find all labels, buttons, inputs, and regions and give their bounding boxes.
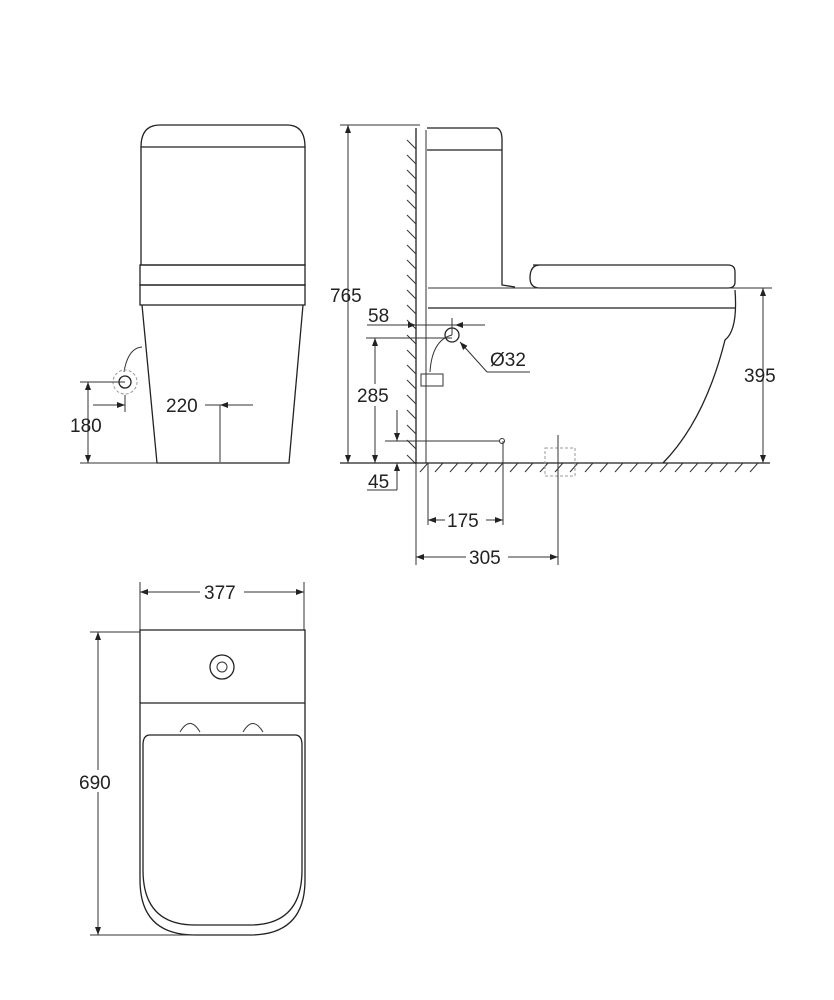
dim-diameter-32: Ø32 (490, 350, 526, 371)
dim-220: 220 (166, 396, 198, 417)
dim-175: 175 (447, 511, 479, 532)
hinge-right (242, 723, 264, 733)
top-view: 377 690 (78, 582, 306, 936)
front-bowl (141, 304, 304, 464)
wall-hatch (406, 139, 417, 465)
dim-285: 285 (357, 386, 389, 407)
top-outline (139, 629, 306, 936)
dim-395: 395 (744, 366, 776, 387)
side-seat (529, 264, 736, 289)
front-seat-band (139, 284, 306, 306)
dim-377: 377 (204, 583, 236, 604)
floor-hatch (419, 462, 759, 473)
flush-button-icon[interactable] (209, 654, 235, 680)
side-hose (429, 334, 453, 373)
side-tank (427, 127, 516, 288)
side-bowl-curve (662, 289, 737, 464)
front-tank-lid (140, 124, 306, 148)
front-view: 180 220 (70, 124, 306, 464)
front-hose (123, 346, 143, 373)
side-view: 765 395 58 285 Ø32 45 175 (330, 124, 776, 569)
dim-58: 58 (368, 306, 389, 327)
dim-305: 305 (469, 548, 501, 569)
dim-45: 45 (368, 472, 389, 493)
front-seat (139, 264, 306, 286)
dim-180: 180 (70, 416, 102, 437)
drain-outline (544, 447, 576, 477)
dim-690: 690 (79, 773, 111, 794)
inlet-point (499, 438, 505, 444)
front-tank (140, 147, 306, 266)
dim-765: 765 (330, 286, 362, 307)
angle-valve-icon (420, 373, 444, 387)
top-seat-lid (142, 734, 303, 926)
hinge-left (179, 723, 201, 733)
